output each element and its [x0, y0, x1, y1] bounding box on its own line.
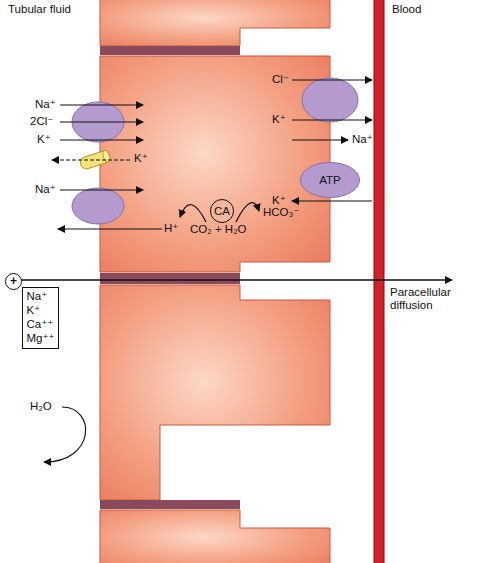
paracellular-arrow [20, 279, 452, 281]
reaction-arrow [180, 205, 206, 222]
flux-arrow [60, 139, 143, 140]
label-text: Na⁺ [352, 133, 373, 146]
label-text: K⁺ [134, 152, 148, 165]
node-shape [301, 163, 360, 198]
blood-vessel [374, 0, 384, 563]
tight-junction [100, 273, 240, 284]
label-text: Na⁺ [35, 98, 56, 111]
label-text: Tubular fluid [8, 3, 71, 16]
node-shape [6, 274, 22, 290]
flux-arrow [58, 228, 162, 229]
label-text: Blood [392, 3, 421, 16]
node-text: CA [214, 205, 230, 217]
flux-arrow [292, 200, 372, 201]
label-text: K⁺ [37, 133, 51, 146]
atpase-pump: ATP [300, 162, 360, 198]
node-text: ATP [319, 174, 341, 186]
label-text: K⁺ [272, 113, 286, 126]
label-text: Paracellular diffusion [390, 286, 490, 312]
node-text: + [10, 275, 17, 288]
epithelial-cell [100, 56, 330, 272]
epithelial-cell [100, 0, 330, 46]
label-text: H⁺ [164, 222, 178, 235]
label-text: CO₂ + H₂O [190, 223, 247, 236]
label-text: K⁺ [272, 194, 286, 207]
tight-junction [100, 500, 240, 509]
node-text: Na⁺ K⁺ Ca⁺⁺ Mg⁺⁺ [26, 290, 54, 345]
label-text: H₂O [30, 400, 52, 413]
label-text: Na⁺ [35, 183, 56, 196]
transporter [72, 188, 124, 224]
flux-arrow [292, 119, 372, 120]
epithelial-cell [100, 510, 330, 563]
node-shape [211, 200, 234, 223]
water-arrow [44, 407, 86, 462]
flux-arrow [292, 139, 348, 140]
epithelial-cell [100, 285, 330, 500]
label-text: 2Cl⁻ [30, 115, 53, 128]
flux-arrow [60, 121, 143, 122]
charge-circle: + [5, 273, 22, 290]
tight-junction [100, 46, 240, 55]
transporter [302, 78, 358, 122]
cation-box: Na⁺ K⁺ Ca⁺⁺ Mg⁺⁺ [22, 287, 59, 349]
flux-arrow [292, 79, 372, 80]
label-text: HCO₃⁻ [263, 206, 299, 219]
reaction-arrow [236, 203, 259, 222]
flux-arrow [60, 189, 143, 190]
flux-arrow [52, 159, 130, 160]
flux-arrow [60, 104, 143, 105]
label-text: Cl⁻ [272, 73, 289, 86]
node-shape [23, 288, 59, 349]
enzyme-circle: CA [210, 199, 234, 223]
k-channel [79, 150, 111, 171]
